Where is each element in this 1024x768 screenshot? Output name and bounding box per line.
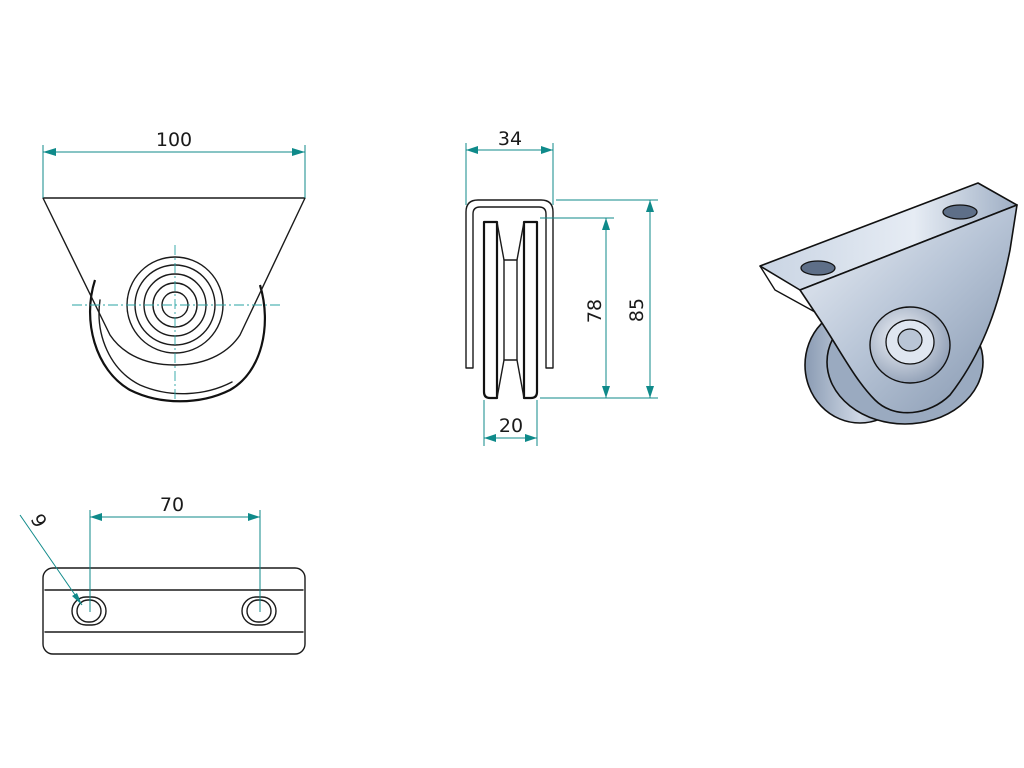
dim-hole-spacing-label: 70 — [160, 494, 184, 516]
dim-front-width: 100 — [42, 129, 306, 198]
render-hole-1 — [800, 260, 836, 276]
side-groove-left — [496, 221, 505, 399]
top-slot-left-inner — [76, 599, 102, 623]
front-view: 100 — [42, 129, 306, 403]
side-bracket-profile — [465, 199, 554, 369]
dim-wheel-width-label: 20 — [499, 415, 523, 437]
dim-hole-diameter: 9 — [19, 510, 83, 606]
top-slot-right-inner — [246, 599, 272, 623]
side-wheel-flange-left — [482, 220, 499, 400]
dim-wheel-height: 78 — [540, 217, 614, 399]
dim-front-width-label: 100 — [156, 129, 192, 151]
dim-wheel-height-label: 78 — [584, 299, 606, 323]
dim-overall-height: 85 — [556, 199, 658, 399]
dim-side-width-label: 34 — [498, 128, 522, 150]
dim-side-width: 34 — [465, 128, 554, 205]
render-edge-fold — [759, 265, 816, 313]
top-slot-left — [71, 596, 107, 626]
side-groove-right — [516, 221, 525, 399]
dim-overall-height-label: 85 — [626, 298, 648, 322]
side-view: 34 20 78 85 — [465, 128, 658, 446]
front-wheel-outline — [88, 279, 266, 403]
side-wheel-flange-right — [522, 220, 539, 400]
render-hole-2 — [942, 204, 978, 220]
isometric-render — [759, 182, 1018, 425]
top-slot-right — [241, 596, 277, 626]
front-bracket-plate — [42, 197, 306, 366]
dim-wheel-width: 20 — [483, 400, 538, 446]
top-view: 70 9 — [19, 494, 306, 655]
top-plate-outline — [42, 567, 306, 655]
render-axle — [897, 328, 923, 352]
front-wheel-inner — [98, 299, 233, 395]
dim-hole-spacing: 70 — [89, 494, 261, 612]
